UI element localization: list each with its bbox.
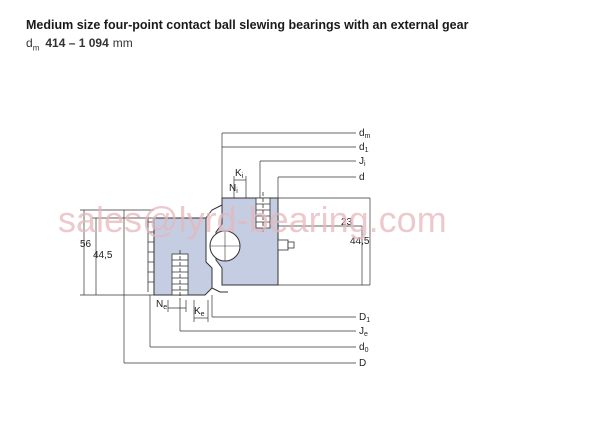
subtitle-range: 414 – 1 094 [45, 36, 109, 50]
label-D: D [359, 358, 366, 369]
subtitle-symbol: dm [26, 36, 40, 53]
gear-teeth [147, 218, 154, 292]
label-Je: Je [359, 326, 368, 338]
grease-nipple [277, 239, 295, 251]
label-Ki: Ki [235, 168, 244, 180]
page-title: Medium size four-point contact ball slew… [26, 18, 469, 32]
outer-ring-threaded-hole [171, 250, 189, 300]
label-d0: d0 [359, 342, 369, 354]
label-height-44-5-right: 44,5 [350, 236, 370, 247]
label-Ni: Ni [229, 183, 238, 195]
label-dm: dm [359, 128, 371, 140]
label-Ke: Ke [194, 306, 205, 318]
label-Ne: Ne [156, 299, 167, 311]
seal-profile [205, 204, 228, 293]
label-height-23: 23 [341, 217, 353, 228]
label-D1: D1 [359, 312, 370, 324]
watermark-text: sales@lyrd-bearing.com [58, 199, 447, 240]
label-d1: d1 [359, 142, 369, 154]
subtitle-unit: mm [112, 36, 133, 50]
inner-ring-threaded-hole [255, 192, 271, 234]
label-Ji: Ji [359, 156, 366, 168]
label-height-44-5-left: 44,5 [93, 250, 113, 261]
label-d: d [359, 172, 365, 183]
label-height-56: 56 [80, 239, 92, 250]
